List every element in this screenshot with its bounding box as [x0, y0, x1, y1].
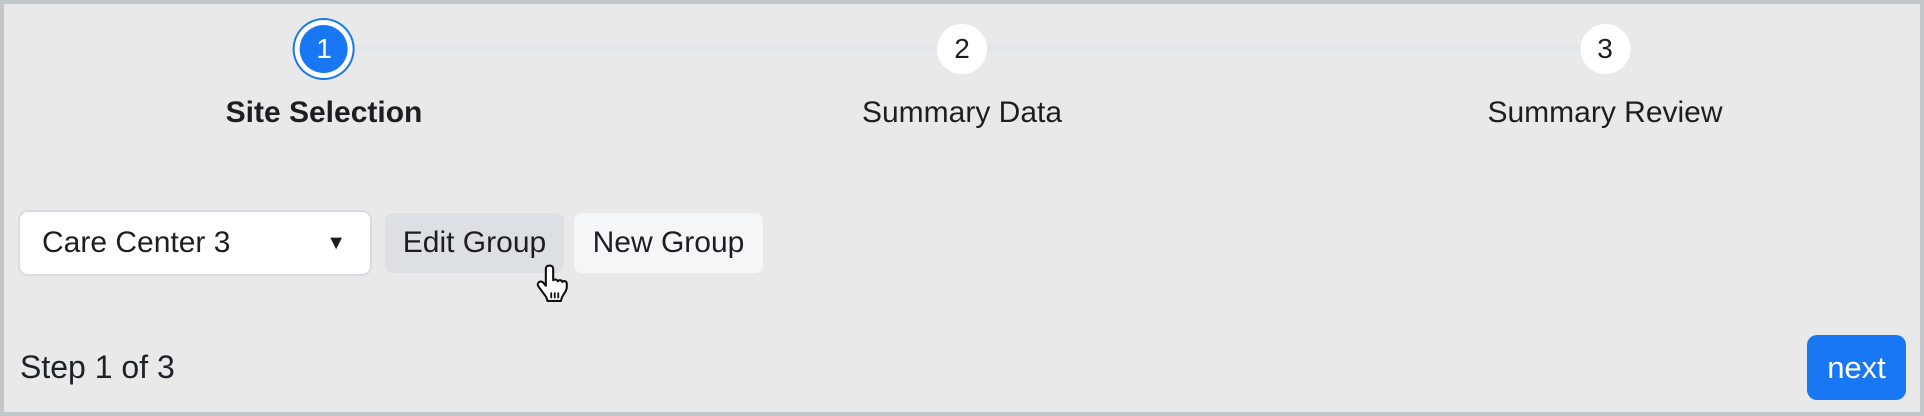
- site-group-select[interactable]: Care Center 3 ▼: [18, 210, 372, 276]
- step-1-circle-active[interactable]: 1: [299, 25, 348, 73]
- step-1-label: Site Selection: [225, 96, 423, 129]
- chevron-down-icon: ▼: [326, 231, 346, 254]
- step-1-circle-area: 1: [299, 16, 348, 82]
- step-3-circle-area: 3: [1580, 16, 1630, 82]
- site-group-select-value: Care Center 3: [42, 226, 231, 259]
- step-3-summary-review[interactable]: 3 Summary Review: [1487, 16, 1723, 131]
- step-2-circle[interactable]: 2: [937, 24, 987, 74]
- step-indicator-text: Step 1 of 3: [20, 349, 175, 385]
- site-selection-controls: Care Center 3 ▼ Edit Group New Group: [18, 210, 763, 276]
- step-2-summary-data[interactable]: 2 Summary Data: [862, 16, 1062, 131]
- step-3-circle[interactable]: 3: [1580, 24, 1630, 74]
- step-2-circle-area: 2: [937, 16, 987, 82]
- next-button[interactable]: next: [1807, 335, 1906, 400]
- step-3-label: Summary Review: [1487, 96, 1723, 129]
- new-group-button[interactable]: New Group: [574, 213, 763, 273]
- edit-group-button[interactable]: Edit Group: [385, 213, 564, 273]
- step-2-label: Summary Data: [861, 96, 1063, 129]
- step-1-site-selection[interactable]: 1 Site Selection: [225, 16, 423, 131]
